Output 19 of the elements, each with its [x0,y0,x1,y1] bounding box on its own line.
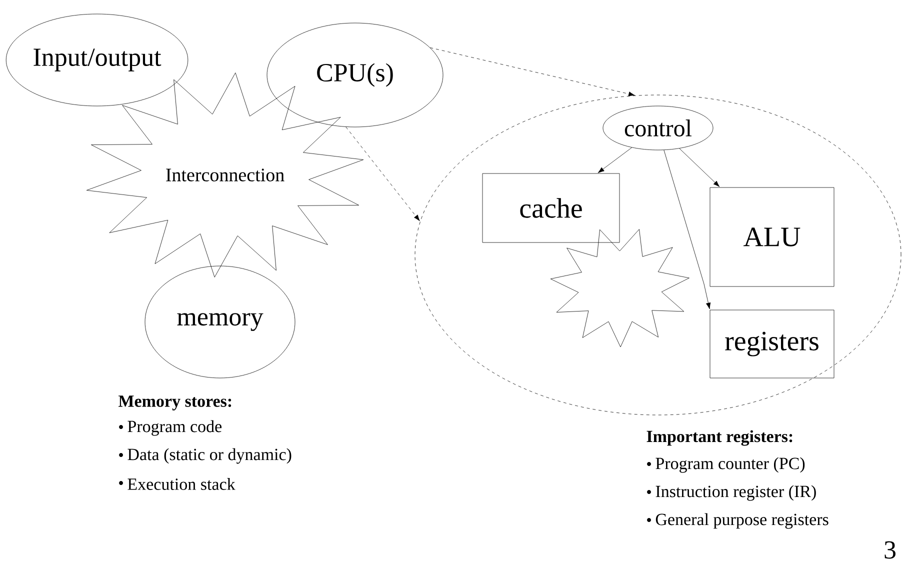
arrow [598,147,632,173]
box: ALU [710,187,834,287]
bullet-item: Execution stack [128,478,236,490]
bullet-item: Program code [128,420,222,436]
box: registers [710,310,834,378]
box: cache [482,173,620,243]
bullet-item: Instruction register (IR) [656,485,816,501]
dashed-ellipse [414,94,902,416]
list-heading: Memory stores: [118,396,232,410]
bullet-item: General purpose registers [656,513,828,529]
list-heading: Important registers: [646,430,792,446]
arrow [664,150,711,310]
arrow [679,148,720,187]
arrow [346,126,420,222]
arrow [430,47,635,96]
bullet-item: Data (static or dynamic) [128,448,292,464]
page-number: 3 [884,541,896,559]
starburst [550,229,690,348]
bullet-item: Program counter (PC) [656,457,805,473]
